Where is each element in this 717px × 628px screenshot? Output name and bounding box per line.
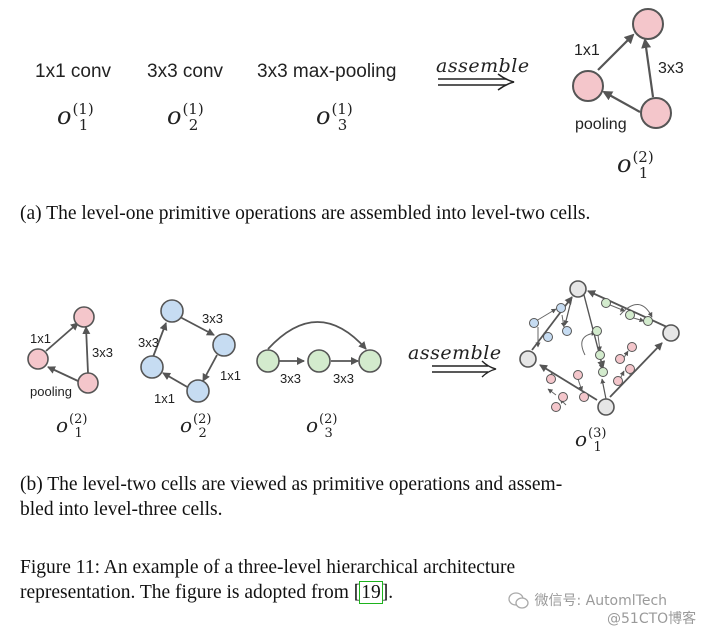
- cell3-label-b: 3x3: [333, 371, 354, 386]
- edge-1x1: [597, 33, 635, 71]
- symbol-o2-level2: o(2)2: [180, 412, 212, 441]
- cell-o1-level2: 1x1 3x3 pooling: [27, 306, 113, 399]
- figure-caption-line2: representation. The figure is adopted fr…: [20, 581, 394, 604]
- figure-caption: Figure 11: An example of a three-level h…: [20, 555, 700, 605]
- figure-caption-line1: Figure 11: An example of a three-level h…: [20, 557, 516, 578]
- symbol-o2-level1: o(1)2: [167, 100, 204, 134]
- symbol-o1-level3-result: o(3)1: [575, 426, 607, 455]
- watermark: 微信号: AutomlTech: [508, 590, 667, 610]
- caption-a: (a) The level-one primitive operations a…: [20, 203, 591, 224]
- implies-arrow-b: [432, 360, 497, 378]
- node-middle: [572, 70, 604, 102]
- symbol-o3-level1: o(1)3: [316, 100, 353, 134]
- edge-3x3: [641, 38, 655, 98]
- caption-b: (b) The level-two cells are viewed as pr…: [20, 472, 700, 522]
- op-3x3-maxpool-label: 3x3 max-pooling: [257, 61, 397, 82]
- level-two-cells-diagram: 1x1 3x3 pooling 3x3 3x3 1x1 1x1 3x3 3x3: [27, 280, 680, 416]
- cell2-label-right: 1x1: [220, 368, 241, 383]
- cell2-label-bottom: 1x1: [154, 391, 175, 406]
- watermark-line2: @51CTO博客: [607, 611, 697, 627]
- edge-label-pooling: pooling: [575, 116, 627, 133]
- caption-b-line2: bled into level-three cells.: [20, 499, 223, 520]
- edge-label-3x3: 3x3: [658, 60, 684, 77]
- cell-o2-level2: 3x3 3x3 1x1 1x1: [138, 299, 241, 406]
- level-two-cell-diagram: 1x1 3x3 pooling: [572, 8, 684, 133]
- assemble-label-a: assemble: [436, 55, 530, 77]
- cell1-label-1x1: 1x1: [30, 331, 51, 346]
- op-3x3-conv-label: 3x3 conv: [147, 61, 224, 82]
- symbol-o1-level1: o(1)1: [57, 100, 94, 134]
- cell1-label-3x3: 3x3: [92, 345, 113, 360]
- edge-pooling: [602, 91, 641, 113]
- wechat-icon: [508, 592, 529, 609]
- edge-label-1x1: 1x1: [574, 42, 600, 59]
- caption-b-line1: (b) The level-two cells are viewed as pr…: [20, 474, 563, 495]
- assemble-label-b: assemble: [408, 342, 502, 364]
- citation-link-19[interactable]: 19: [359, 581, 383, 604]
- cell2-label-top: 3x3: [202, 311, 223, 326]
- cell1-label-pooling: pooling: [30, 384, 72, 399]
- implies-arrow-a: [438, 73, 515, 91]
- node-input: [640, 97, 672, 129]
- op-1x1-conv-label: 1x1 conv: [35, 61, 112, 82]
- cell3-label-a: 3x3: [280, 371, 301, 386]
- cell2-label-left: 3x3: [138, 335, 159, 350]
- symbol-o1-level2-result: o(2)1: [617, 148, 654, 182]
- cell-o3-level2: 3x3 3x3: [256, 321, 382, 386]
- symbol-o3-level2: o(2)3: [306, 412, 338, 441]
- watermark-line1: 微信号: AutomlTech: [534, 593, 668, 609]
- node-output: [632, 8, 664, 40]
- symbol-o1-level2: o(2)1: [56, 412, 88, 441]
- level-three-cell: [519, 280, 680, 416]
